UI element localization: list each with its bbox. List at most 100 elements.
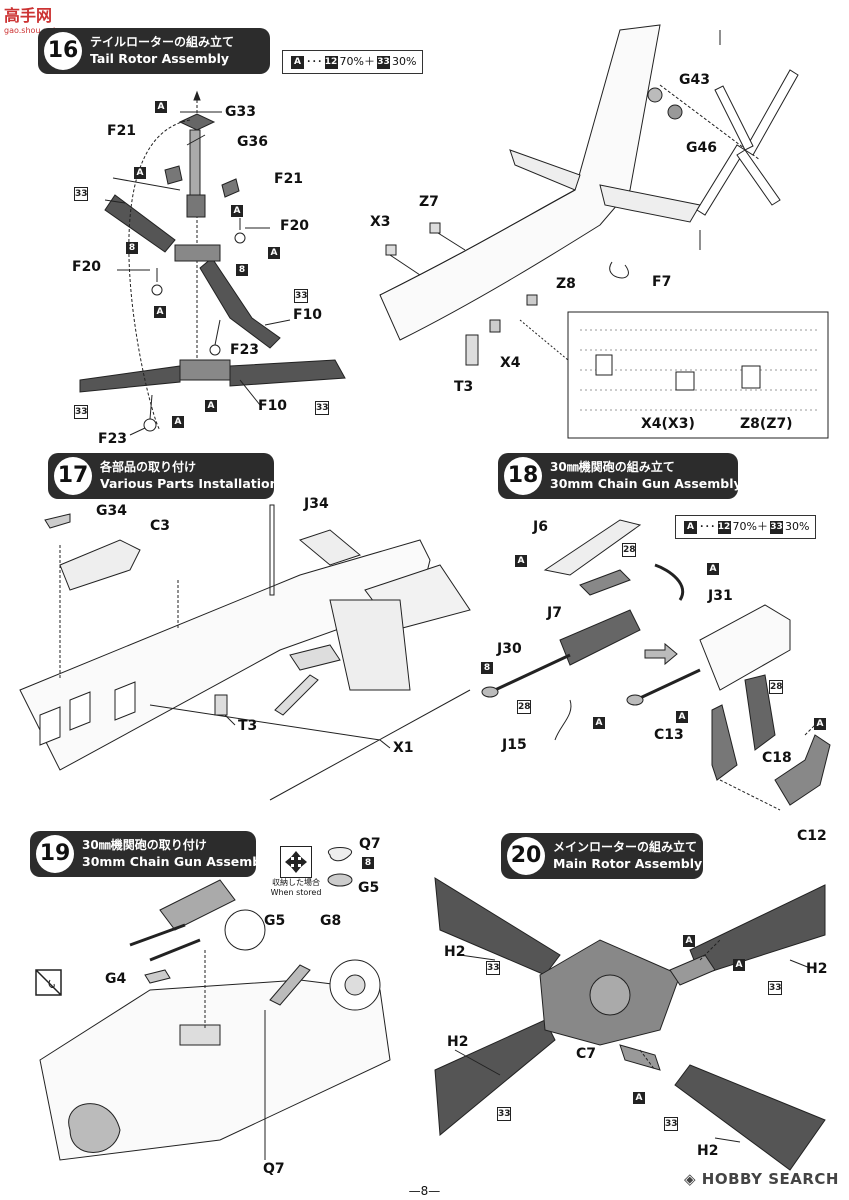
part-label: F7 xyxy=(652,274,672,290)
part-label: C18 xyxy=(762,750,792,766)
chain-gun-assembly-drawing xyxy=(481,519,831,811)
step-17-header: 17 各部品の取り付け Various Parts Installation xyxy=(48,453,279,499)
stored-note: 収納した場合 When stored xyxy=(270,878,322,897)
stored-arrows-icon xyxy=(285,851,307,873)
paint-tag: 8 xyxy=(362,857,374,869)
part-label: G46 xyxy=(686,140,717,156)
paint-tag: A xyxy=(205,400,217,412)
step-18-header: 18 30㎜機関砲の組み立て 30mm Chain Gun Assembly xyxy=(498,453,742,499)
step-number: 20 xyxy=(507,837,545,875)
step-19-header: 19 30㎜機関砲の取り付け 30mm Chain Gun Assembly xyxy=(30,831,274,877)
paint-tag: A xyxy=(154,306,166,318)
paint-tag: A xyxy=(172,416,184,428)
part-label: Z8(Z7) xyxy=(740,416,793,432)
paint-tag: 33 xyxy=(497,1107,511,1121)
step-title-jp: テイルローターの組み立て xyxy=(90,35,235,49)
part-label: H2 xyxy=(447,1034,469,1050)
part-label: X3 xyxy=(370,214,391,230)
paint-tag: A xyxy=(733,959,745,971)
part-label: F23 xyxy=(230,342,260,358)
part-label: G34 xyxy=(96,503,127,519)
part-label: Z8 xyxy=(556,276,576,292)
part-label: F23 xyxy=(98,431,128,447)
paint-tag: A xyxy=(515,555,527,567)
part-label: G43 xyxy=(679,72,710,88)
part-label: J7 xyxy=(547,605,562,621)
step-number: 17 xyxy=(54,457,92,495)
paint-tag: 28 xyxy=(769,680,783,694)
tail-boom-drawing xyxy=(379,24,829,439)
part-label: H2 xyxy=(806,961,828,977)
paint-tag: 28 xyxy=(622,543,636,557)
part-label: F10 xyxy=(258,398,288,414)
part-label: G36 xyxy=(237,134,268,150)
step-20-header: 20 メインローターの組み立て Main Rotor Assembly xyxy=(501,833,703,879)
step-number: 19 xyxy=(36,835,74,873)
part-label: F20 xyxy=(280,218,310,234)
part-label: G8 xyxy=(320,913,342,929)
part-label: X4 xyxy=(500,355,521,371)
paint-tag: 33 xyxy=(486,961,500,975)
tail-rotor-exploded-drawing xyxy=(79,90,346,436)
page-number: —8— xyxy=(408,1184,441,1198)
part-label: J34 xyxy=(304,496,329,512)
part-label: T3 xyxy=(454,379,474,395)
paint-tag: A xyxy=(683,935,695,947)
part-label: J30 xyxy=(497,641,522,657)
paint-tag: 33 xyxy=(74,405,88,419)
step-title-jp: 30㎜機関砲の組み立て xyxy=(550,460,675,474)
part-label: F21 xyxy=(107,123,137,139)
step-title-jp: メインローターの組み立て xyxy=(553,840,698,854)
part-label: Z7 xyxy=(419,194,439,210)
fuselage-installation-drawing xyxy=(19,504,471,801)
step-title-jp: 30㎜機関砲の取り付け xyxy=(82,838,207,852)
paint-tag: A xyxy=(593,717,605,729)
part-label: G5 xyxy=(264,913,286,929)
paint-tag: 33 xyxy=(315,401,329,415)
chain-gun-installation-drawing xyxy=(35,847,391,1161)
paint-tag: 33 xyxy=(664,1117,678,1131)
step-title-en: 30mm Chain Gun Assembly xyxy=(82,854,274,869)
stored-position-icon xyxy=(280,846,312,878)
step-title-en: Various Parts Installation xyxy=(100,476,279,491)
step-title-jp: 各部品の取り付け xyxy=(100,460,197,474)
part-label: J31 xyxy=(708,588,733,604)
paint-tag: A xyxy=(231,205,243,217)
part-label: G5 xyxy=(358,880,380,896)
paint-tag: 33 xyxy=(768,981,782,995)
paint-tag: 33 xyxy=(74,187,88,201)
part-label: G4 xyxy=(105,971,127,987)
part-label: Q7 xyxy=(359,836,381,852)
part-label: H2 xyxy=(697,1143,719,1159)
part-label: J6 xyxy=(533,519,548,535)
step-number: 18 xyxy=(504,457,542,495)
part-label: G33 xyxy=(225,104,256,120)
part-label: Q7 xyxy=(263,1161,285,1177)
part-label: F20 xyxy=(72,259,102,275)
part-label: J15 xyxy=(502,737,527,753)
paint-tag: 33 xyxy=(294,289,308,303)
main-rotor-drawing xyxy=(434,877,826,1171)
hobby-search-logo-icon: ◈ xyxy=(684,1170,702,1188)
step-title-en: Tail Rotor Assembly xyxy=(90,51,230,66)
paint-tag: A xyxy=(155,101,167,113)
part-label: X1 xyxy=(393,740,414,756)
paint-tag: 8 xyxy=(236,264,248,276)
part-label: F10 xyxy=(293,307,323,323)
part-label: C13 xyxy=(654,727,684,743)
paint-tag: A xyxy=(814,718,826,730)
step-number: 16 xyxy=(44,32,82,70)
paint-tag: A xyxy=(268,247,280,259)
part-label: H2 xyxy=(444,944,466,960)
paint-tag: 8 xyxy=(481,662,493,674)
paint-tag: A xyxy=(707,563,719,575)
part-label: C12 xyxy=(797,828,827,844)
step-16-header: 16 テイルローターの組み立て Tail Rotor Assembly xyxy=(38,28,270,74)
step-title-en: 30mm Chain Gun Assembly xyxy=(550,476,742,491)
site-watermark-logo: 高手网 gao.shou.net xyxy=(4,6,57,35)
hobby-search-watermark: ◈ HOBBY SEARCH xyxy=(684,1170,839,1188)
part-label: X4(X3) xyxy=(641,416,695,432)
